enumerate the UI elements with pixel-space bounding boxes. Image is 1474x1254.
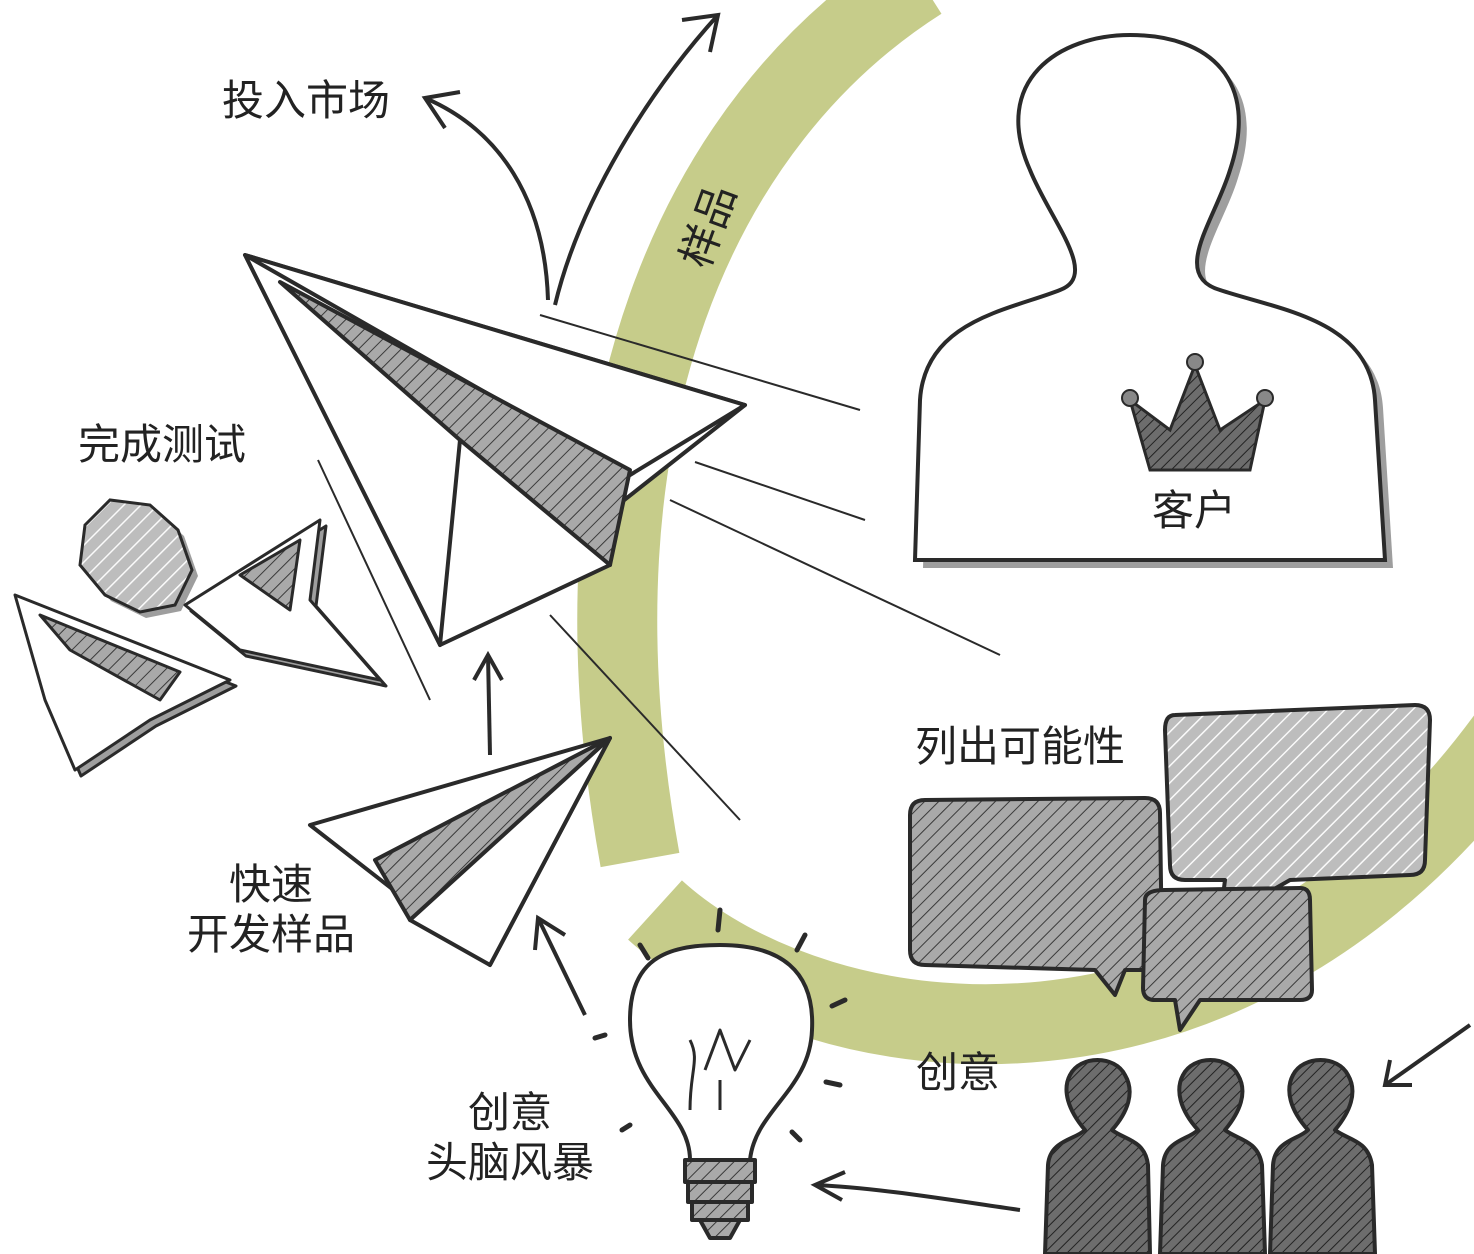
crumpled-paper-icon <box>78 498 198 618</box>
label-list-possibilities: 列出可能性 <box>915 722 1126 771</box>
arrow-icon <box>533 914 1472 1212</box>
arrow-icon <box>472 650 504 756</box>
label-launch: 投入市场 <box>222 76 391 125</box>
paper-plane-small-icon <box>308 736 612 967</box>
label-rapid-prototype-line1: 快速 <box>228 860 313 909</box>
team-people-icon <box>1043 1058 1377 1254</box>
crown-icon <box>1121 353 1274 472</box>
customer-silhouette-icon <box>912 32 1393 568</box>
crushed-plane-icon <box>13 518 388 778</box>
label-testing-done: 完成测试 <box>78 420 247 469</box>
cycle-arc-upper <box>577 0 942 868</box>
label-rapid-prototype: 快速 开发样品 <box>186 860 356 961</box>
label-customer: 客户 <box>1152 486 1237 535</box>
label-brainstorm-line1: 创意 <box>467 1088 552 1137</box>
speech-bubbles-icon <box>908 703 1432 1032</box>
label-arc-ideas: 创意 <box>916 1048 1001 1097</box>
label-brainstorm: 创意 头脑风暴 <box>420 1088 600 1189</box>
lightbulb-icon <box>592 907 848 1240</box>
paper-plane-large-icon <box>243 253 1001 821</box>
label-brainstorm-line2: 头脑风暴 <box>425 1138 594 1188</box>
arrow-icon <box>553 12 721 306</box>
arrow-icon <box>421 90 550 301</box>
label-rapid-prototype-line2: 开发样品 <box>186 910 355 960</box>
